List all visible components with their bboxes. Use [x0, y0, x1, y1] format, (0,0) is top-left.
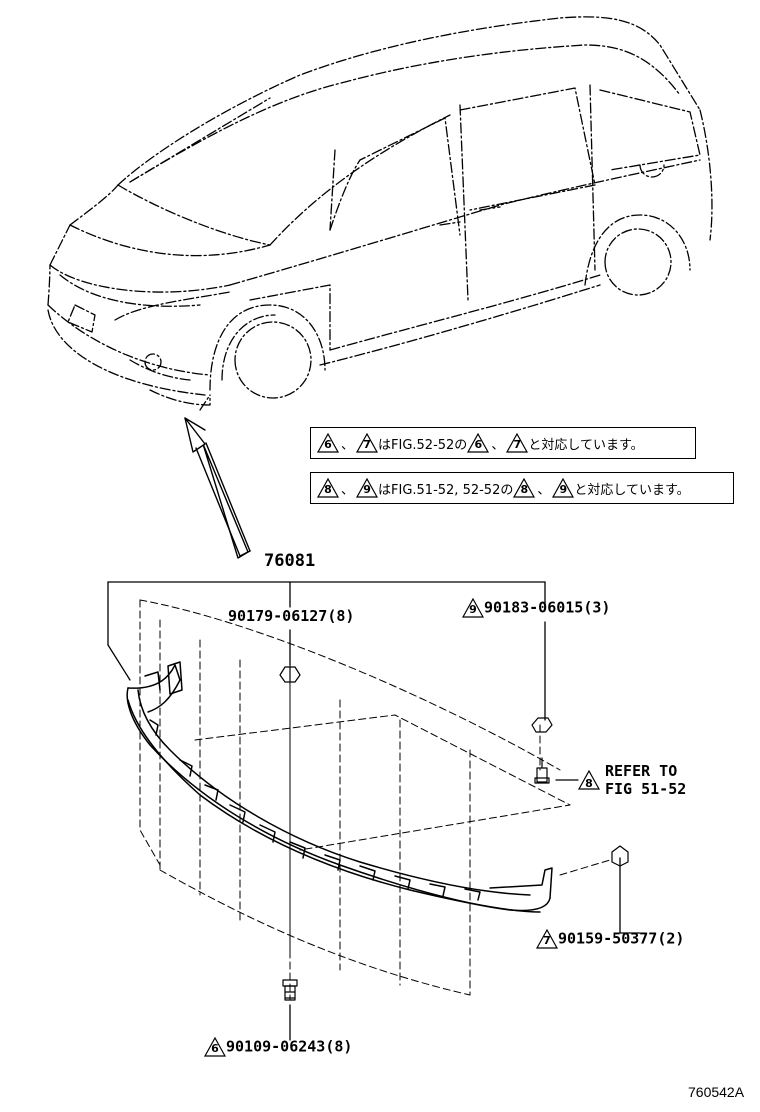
note-text: はFIG.51-52, 52-52の — [378, 482, 514, 498]
note-text: はFIG.52-52の — [378, 437, 468, 453]
nut-90159 — [611, 845, 629, 867]
front-spoiler — [126, 661, 553, 913]
clip-90183 — [531, 717, 553, 733]
note-tail: と対応しています。 — [574, 482, 690, 498]
triangle-mark-icon: 9 — [356, 478, 379, 498]
triangle-mark-icon: 9 — [552, 478, 575, 498]
part-label-90179[interactable]: 90179-06127(8) — [228, 607, 355, 625]
triangle-mark-icon: 7 — [356, 433, 379, 453]
refer-to-label[interactable]: 8 REFER TO FIG 51-52 — [578, 762, 686, 798]
triangle-mark-icon: 7 — [506, 433, 529, 453]
screw-ref — [534, 757, 550, 784]
triangle-mark-icon: 7 — [536, 929, 558, 949]
triangle-mark-icon: 6 — [204, 1037, 226, 1057]
triangle-mark-icon: 8 — [578, 770, 600, 790]
location-arrow — [184, 417, 251, 559]
triangle-mark-icon: 6 — [317, 433, 339, 453]
assembly-number[interactable]: 76081 — [264, 551, 316, 571]
triangle-mark-icon: 8 — [513, 478, 536, 498]
note-tail: と対応しています。 — [528, 437, 644, 453]
triangle-mark-icon: 9 — [462, 598, 484, 618]
note-box-1: 6 、 7 はFIG.52-52の 6 、 7 と対応しています。 — [310, 427, 696, 459]
clip-90179 — [279, 666, 301, 683]
phantom-planes — [139, 599, 611, 1001]
leader-lines — [107, 581, 641, 1041]
triangle-mark-icon: 6 — [467, 433, 490, 453]
triangle-mark-icon: 8 — [317, 478, 339, 498]
note-box-2: 8 、 9 はFIG.51-52, 52-52の 8 、 9 と対応しています。 — [310, 472, 734, 504]
figure-id: 760542A — [688, 1084, 745, 1100]
vehicle-outline — [47, 16, 713, 411]
bolt-90109 — [282, 979, 298, 1001]
